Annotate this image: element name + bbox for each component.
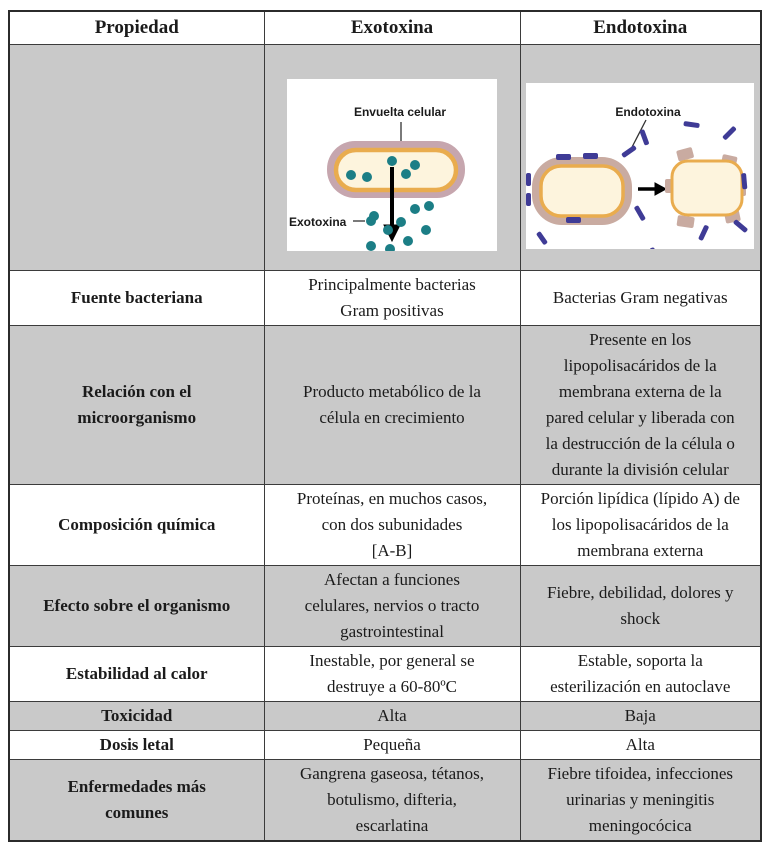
property-cell: Composición química — [8, 484, 265, 566]
endotoxina-diagram: Endotoxina — [526, 105, 748, 249]
column-header-exotoxina: Exotoxina — [263, 10, 521, 45]
property-cell: Fuente bacteriana — [8, 270, 265, 326]
endotoxina-value-cell: Fiebre tifoidea, infecciones urinarias y… — [519, 759, 762, 842]
table-row-composicion-quimica: Composición química Proteínas, en muchos… — [8, 484, 762, 566]
exotoxina-value-cell: Producto metabólico de la célula en crec… — [263, 325, 521, 485]
exotoxina-value-cell: Alta — [263, 701, 521, 731]
property-cell: Efecto sobre el organismo — [8, 565, 265, 647]
table-row-enfermedades: Enfermedades más comunes Gangrena gaseos… — [8, 759, 762, 842]
endotoxina-value-cell: Baja — [519, 701, 762, 731]
table-row-relacion: Relación con el microorganismo Producto … — [8, 325, 762, 485]
endotoxin-dashes-released — [536, 121, 748, 249]
exotoxin-dots-inside — [346, 156, 420, 182]
property-cell: Relación con el microorganismo — [8, 325, 265, 485]
empty-cell — [8, 44, 265, 271]
exotoxin-dots-outside — [366, 201, 434, 251]
exotoxina-value-cell: Gangrena gaseosa, tétanos, botulismo, di… — [263, 759, 521, 842]
lysis-arrowhead — [654, 182, 668, 196]
table-row-estabilidad-calor: Estabilidad al calor Inestable, por gene… — [8, 646, 762, 702]
exotoxina-diagram-panel: Envuelta celular — [287, 79, 497, 251]
column-header-endotoxina: Endotoxina — [519, 10, 762, 45]
table-row-toxicidad: Toxicidad Alta Baja — [8, 701, 762, 731]
exotoxina-label: Exotoxina — [289, 215, 347, 229]
endotoxina-value-cell: Estable, soporta la esterilización en au… — [519, 646, 762, 702]
endotoxina-value-cell: Bacterias Gram negativas — [519, 270, 762, 326]
header-row: Propiedad Exotoxina Endotoxina — [8, 10, 762, 45]
column-header-propiedad: Propiedad — [8, 10, 265, 45]
exotoxina-value-cell: Principalmente bacterias Gram positivas — [263, 270, 521, 326]
endotoxina-value-cell: Presente en los lipopolisacáridos de la … — [519, 325, 762, 485]
endotoxina-label: Endotoxina — [616, 105, 682, 119]
diagram-row: Envuelta celular — [8, 44, 762, 271]
property-cell: Enfermedades más comunes — [8, 759, 265, 842]
lysed-bacterium — [665, 147, 747, 229]
endotoxina-diagram-panel: Endotoxina — [526, 83, 755, 249]
intact-bacterium — [526, 153, 633, 225]
exotoxina-diagram: Envuelta celular — [289, 105, 465, 251]
document-page: Propiedad Exotoxina Endotoxina Envuelta … — [8, 10, 762, 842]
endotoxina-figure-cell: Endotoxina — [519, 44, 762, 271]
table-row-dosis-letal: Dosis letal Pequeña Alta — [8, 730, 762, 760]
property-cell: Toxicidad — [8, 701, 265, 731]
bacterium-cell-wall — [333, 147, 459, 193]
endotoxina-value-cell: Porción lipídica (lípido A) de los lipop… — [519, 484, 762, 566]
endotoxina-pointer-line — [629, 119, 647, 152]
table-row-fuente-bacteriana: Fuente bacteriana Principalmente bacteri… — [8, 270, 762, 326]
property-cell: Dosis letal — [8, 730, 265, 760]
endotoxina-value-cell: Alta — [519, 730, 762, 760]
toxin-comparison-table: Propiedad Exotoxina Endotoxina Envuelta … — [8, 10, 762, 842]
exotoxina-value-cell: Afectan a funciones celulares, nervios o… — [263, 565, 521, 647]
table-row-efecto-organismo: Efecto sobre el organismo Afectan a func… — [8, 565, 762, 647]
exotoxina-figure-cell: Envuelta celular — [263, 44, 521, 271]
exotoxina-value-cell: Proteínas, en muchos casos, con dos subu… — [263, 484, 521, 566]
exotoxina-value-cell: Inestable, por general se destruye a 60-… — [263, 646, 521, 702]
exotoxina-value-cell: Pequeña — [263, 730, 521, 760]
exotoxin-pointed-dot — [366, 216, 376, 226]
envelope-label: Envuelta celular — [354, 105, 446, 119]
property-cell: Estabilidad al calor — [8, 646, 265, 702]
endotoxina-value-cell: Fiebre, debilidad, dolores y shock — [519, 565, 762, 647]
